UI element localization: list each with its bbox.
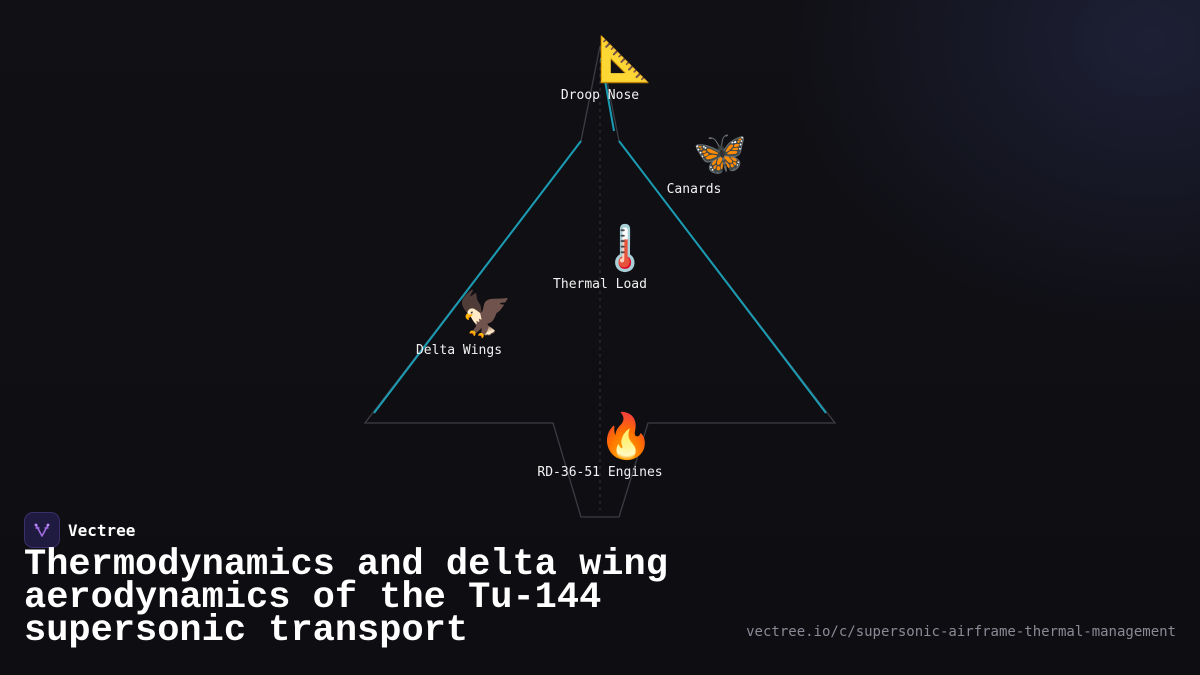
thermal-load-node[interactable]: 🌡️ Thermal Load bbox=[548, 223, 653, 293]
vectree-logo-icon bbox=[24, 512, 60, 548]
brand[interactable]: Vectree bbox=[24, 512, 135, 548]
thermometer-icon: 🌡️ bbox=[597, 223, 653, 274]
eagle-icon: 🦅 bbox=[457, 289, 513, 340]
butterfly-icon: 🦋 bbox=[692, 128, 748, 179]
brand-name: Vectree bbox=[68, 520, 136, 540]
canards-label: Canards bbox=[666, 182, 722, 197]
delta-wings-node[interactable]: 🦅 Delta Wings bbox=[406, 289, 513, 359]
engines-label: RD-36-51 Engines bbox=[537, 465, 663, 480]
canards-node[interactable]: 🦋 Canards bbox=[641, 128, 748, 198]
source-url[interactable]: vectree.io/c/supersonic-airframe-thermal… bbox=[746, 624, 1176, 640]
delta-wings-label: Delta Wings bbox=[415, 343, 503, 358]
engines-node[interactable]: 🔥 RD-36-51 Engines bbox=[537, 411, 663, 481]
triangular-ruler-icon: 📐 bbox=[597, 34, 653, 85]
right-leading-edge-highlight bbox=[618, 140, 827, 414]
fire-icon: 🔥 bbox=[598, 411, 654, 462]
thermal-load-label: Thermal Load bbox=[553, 277, 647, 292]
droop-nose-node[interactable]: 📐 Droop Nose bbox=[548, 34, 653, 104]
droop-nose-label: Droop Nose bbox=[560, 88, 640, 103]
page-title: Thermodynamics and delta wing aerodynami… bbox=[24, 544, 668, 652]
nose-highlight bbox=[600, 57, 615, 132]
left-leading-edge-highlight bbox=[373, 140, 582, 414]
